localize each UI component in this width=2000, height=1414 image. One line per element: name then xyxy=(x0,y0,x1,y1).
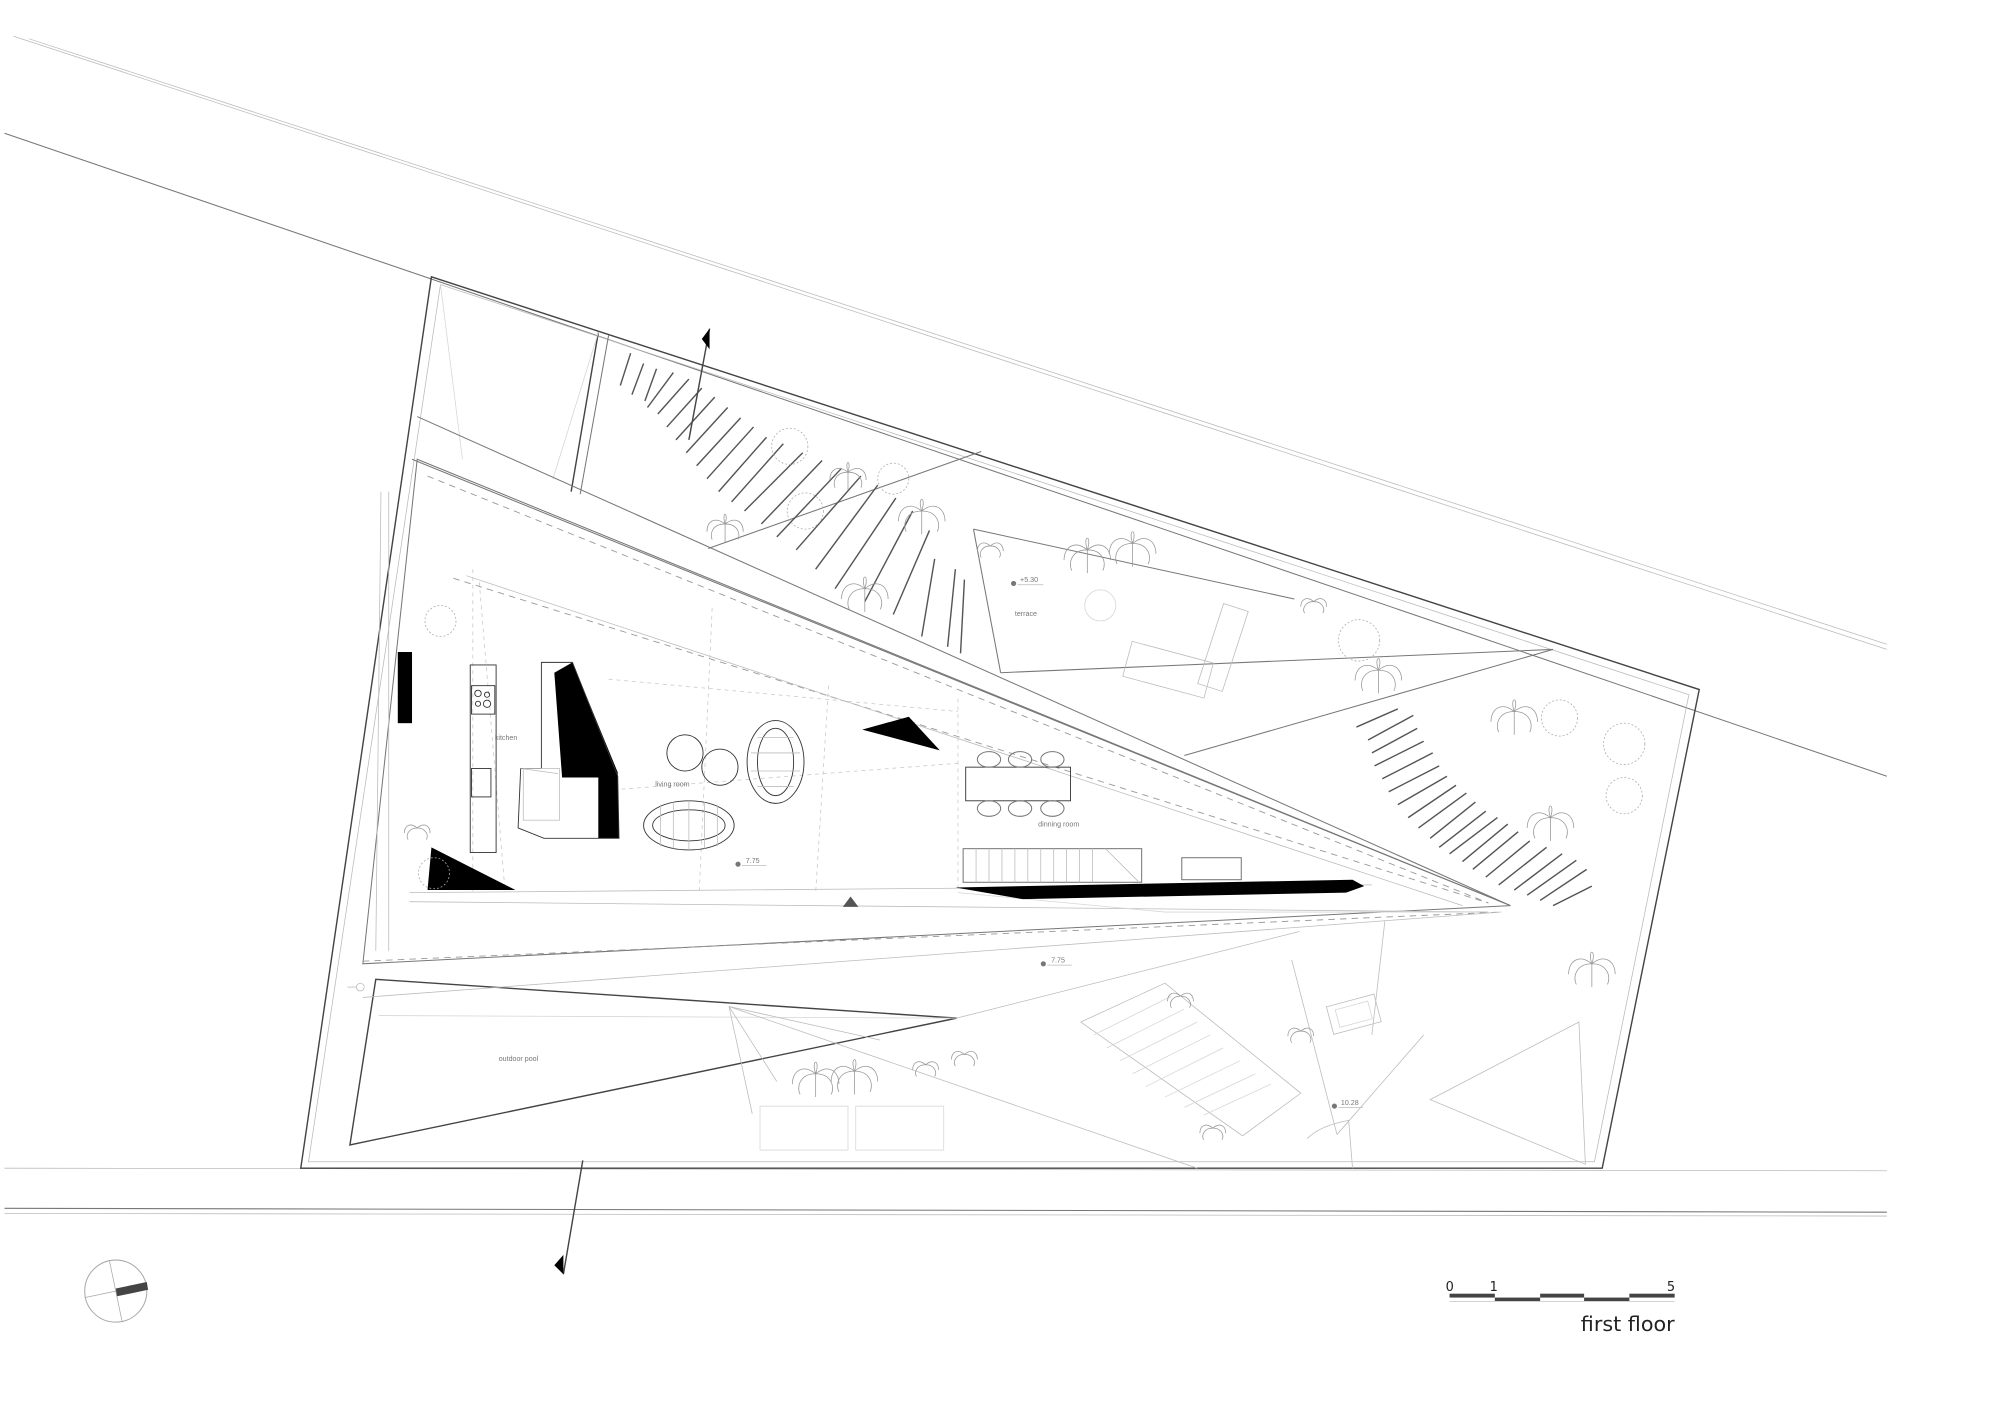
north-arrow-icon xyxy=(84,1259,149,1323)
living-room-furniture xyxy=(643,720,805,851)
room-label-dining: dinning room xyxy=(1038,821,1079,829)
level-marker-yard: 7.75 xyxy=(1040,957,1072,967)
scale-tick-0: 0 xyxy=(1446,1280,1454,1295)
room-label-terrace: terrace xyxy=(1015,610,1037,618)
svg-text:7.75: 7.75 xyxy=(746,857,760,865)
dining-table xyxy=(965,751,1071,817)
stairs xyxy=(962,848,1242,883)
site-boundary xyxy=(299,275,1701,1169)
svg-text:7.75: 7.75 xyxy=(1051,957,1065,965)
ramp-stripes-east xyxy=(1356,708,1593,907)
road-north xyxy=(4,35,1887,777)
drawing-title: first floor xyxy=(1581,1312,1675,1336)
north-garden xyxy=(411,416,1554,907)
building-outline xyxy=(347,458,1511,992)
room-label-pool: outdoor pool xyxy=(499,1055,539,1063)
level-marker-terrace: +5.30 xyxy=(1010,576,1044,587)
scale-bar: 0 1 5 xyxy=(1446,1280,1675,1302)
ramp-stripes-north xyxy=(619,352,966,654)
kitchen-counter xyxy=(469,664,497,853)
solid-walls xyxy=(397,652,1365,907)
tree-icons xyxy=(418,427,1646,890)
interior-grid xyxy=(478,582,959,893)
section-marker-top xyxy=(688,328,711,440)
garden-steps xyxy=(1080,982,1302,1137)
road-south xyxy=(4,1167,1887,1217)
room-label-kitchen: kitchen xyxy=(495,734,518,742)
south-garden xyxy=(362,911,1586,1169)
level-marker-living: 7.75 xyxy=(735,857,767,867)
outdoor-pool xyxy=(349,978,957,1146)
level-marker-garden: 10.28 xyxy=(1331,1099,1363,1109)
section-marker-bottom xyxy=(554,1160,584,1275)
kitchen-island xyxy=(517,661,620,839)
room-label-living: living room xyxy=(655,781,689,789)
svg-text:10.28: 10.28 xyxy=(1341,1099,1359,1107)
svg-text:+5.30: +5.30 xyxy=(1020,576,1038,584)
scale-tick-1: 1 xyxy=(1490,1280,1498,1295)
scale-tick-5: 5 xyxy=(1667,1280,1675,1295)
plant-icons xyxy=(403,462,1616,1140)
